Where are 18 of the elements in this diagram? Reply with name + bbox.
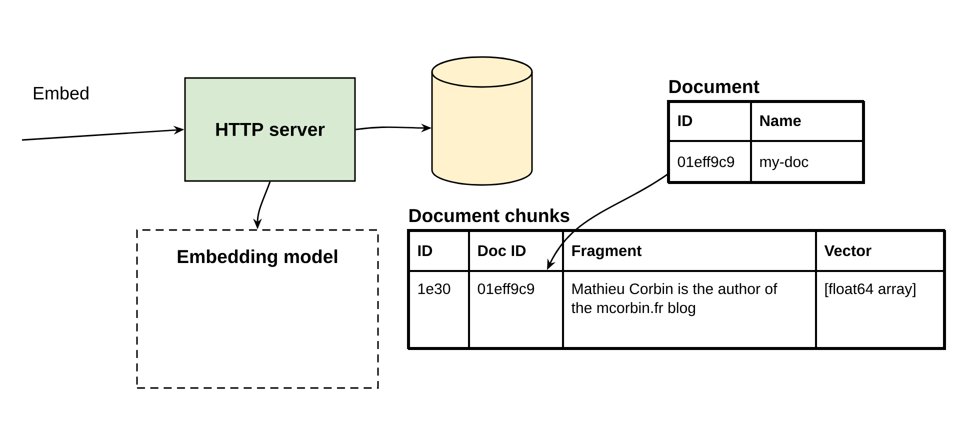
header-cell: Doc ID [468, 230, 564, 272]
dashed-box: Embedding model [136, 229, 379, 389]
table-cell: [float64 array] [815, 270, 946, 350]
table-cell: my-doc [750, 140, 865, 184]
process-box: HTTP server [184, 77, 356, 182]
header-cell: Vector [815, 230, 946, 272]
header-cell: Fragment [562, 230, 817, 272]
node-label: Document [670, 80, 760, 94]
table-cell: 1e30 [408, 270, 470, 350]
header-cell: ID [668, 101, 752, 142]
edge-label: Embed [31, 85, 91, 101]
table-cell: Mathieu Corbin is the author of the mcorbin.fr blog [562, 270, 817, 350]
node-label: Document chunks [410, 208, 570, 222]
table-cell: 01eff9c9 [468, 270, 564, 350]
table-cell: 01eff9c9 [668, 140, 752, 184]
header-cell: Name [750, 101, 865, 142]
database-cylinder [431, 56, 533, 186]
header-cell: ID [408, 230, 470, 272]
